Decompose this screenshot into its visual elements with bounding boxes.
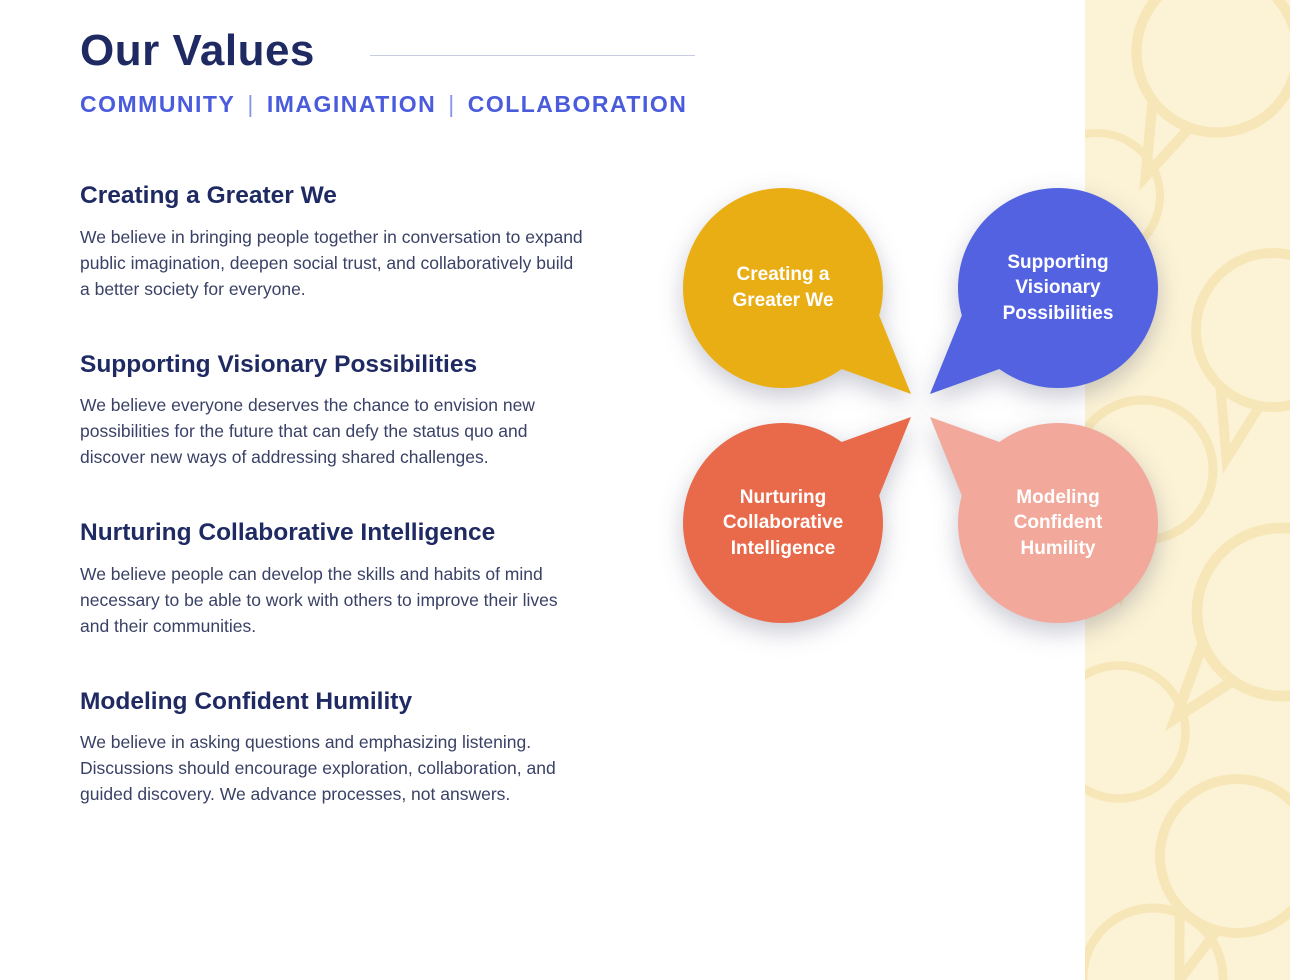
bubble-label: Supporting Visionary Possibilities (1002, 251, 1114, 324)
section-body: We believe everyone deserves the chance … (80, 395, 535, 468)
bubble-modeling-confident-humility: Modeling Confident Humility (928, 408, 1158, 623)
section-heading: Modeling Confident Humility (80, 687, 413, 715)
section-nurturing-collaborative-intelligence: Nurturing Collaborative Intelligence We … (80, 517, 595, 640)
section-heading: Creating a Greater We (80, 182, 337, 209)
bubble-creating-a-greater-we: Creating a Greater We (683, 188, 913, 403)
section-body: We believe in bringing people together i… (80, 226, 583, 299)
bubble-supporting-visionary-possibilities: Supporting Visionary Possibilities (928, 188, 1158, 403)
title-divider-line (370, 55, 695, 56)
section-modeling-confident-humility: Modeling Confident Humility We believe i… (80, 686, 595, 809)
bubble-label: Nurturing Collaborative Intelligence (722, 486, 844, 559)
subtitle-item-imagination: IMAGINATION (266, 91, 437, 117)
bubble-label: Creating a Greater We (732, 264, 834, 311)
section-body: We believe people can develop the skills… (80, 563, 558, 636)
section-creating-a-greater-we: Creating a Greater We We believe in brin… (80, 180, 595, 303)
subtitle-separator: | (448, 91, 456, 117)
speech-bubble-shape-tail-top-right (683, 417, 911, 623)
section-heading: Supporting Visionary Possibilities (80, 350, 478, 378)
bubble-nurturing-collaborative-intelligence: Nurturing Collaborative Intelligence (683, 408, 913, 623)
section-supporting-visionary-possibilities: Supporting Visionary Possibilities We be… (80, 349, 595, 472)
section-heading: Nurturing Collaborative Intelligence (80, 519, 496, 547)
speech-bubble-shape-tail-bottom-left (930, 188, 1158, 394)
values-sections: Creating a Greater We We believe in brin… (80, 180, 595, 854)
bubble-label: Modeling Confident Humility (1013, 486, 1103, 559)
subtitle-item-community: COMMUNITY (80, 91, 236, 117)
speech-bubble-shape-tail-top-left (930, 417, 1158, 623)
values-subtitle: COMMUNITY | IMAGINATION | COLLABORATION (80, 91, 687, 118)
page-title: Our Values (80, 26, 315, 75)
subtitle-separator: | (247, 91, 255, 117)
subtitle-item-collaboration: COLLABORATION (467, 91, 688, 117)
speech-bubble-shape-tail-bottom-right (683, 188, 911, 394)
section-body: We believe in asking questions and empha… (80, 732, 556, 805)
